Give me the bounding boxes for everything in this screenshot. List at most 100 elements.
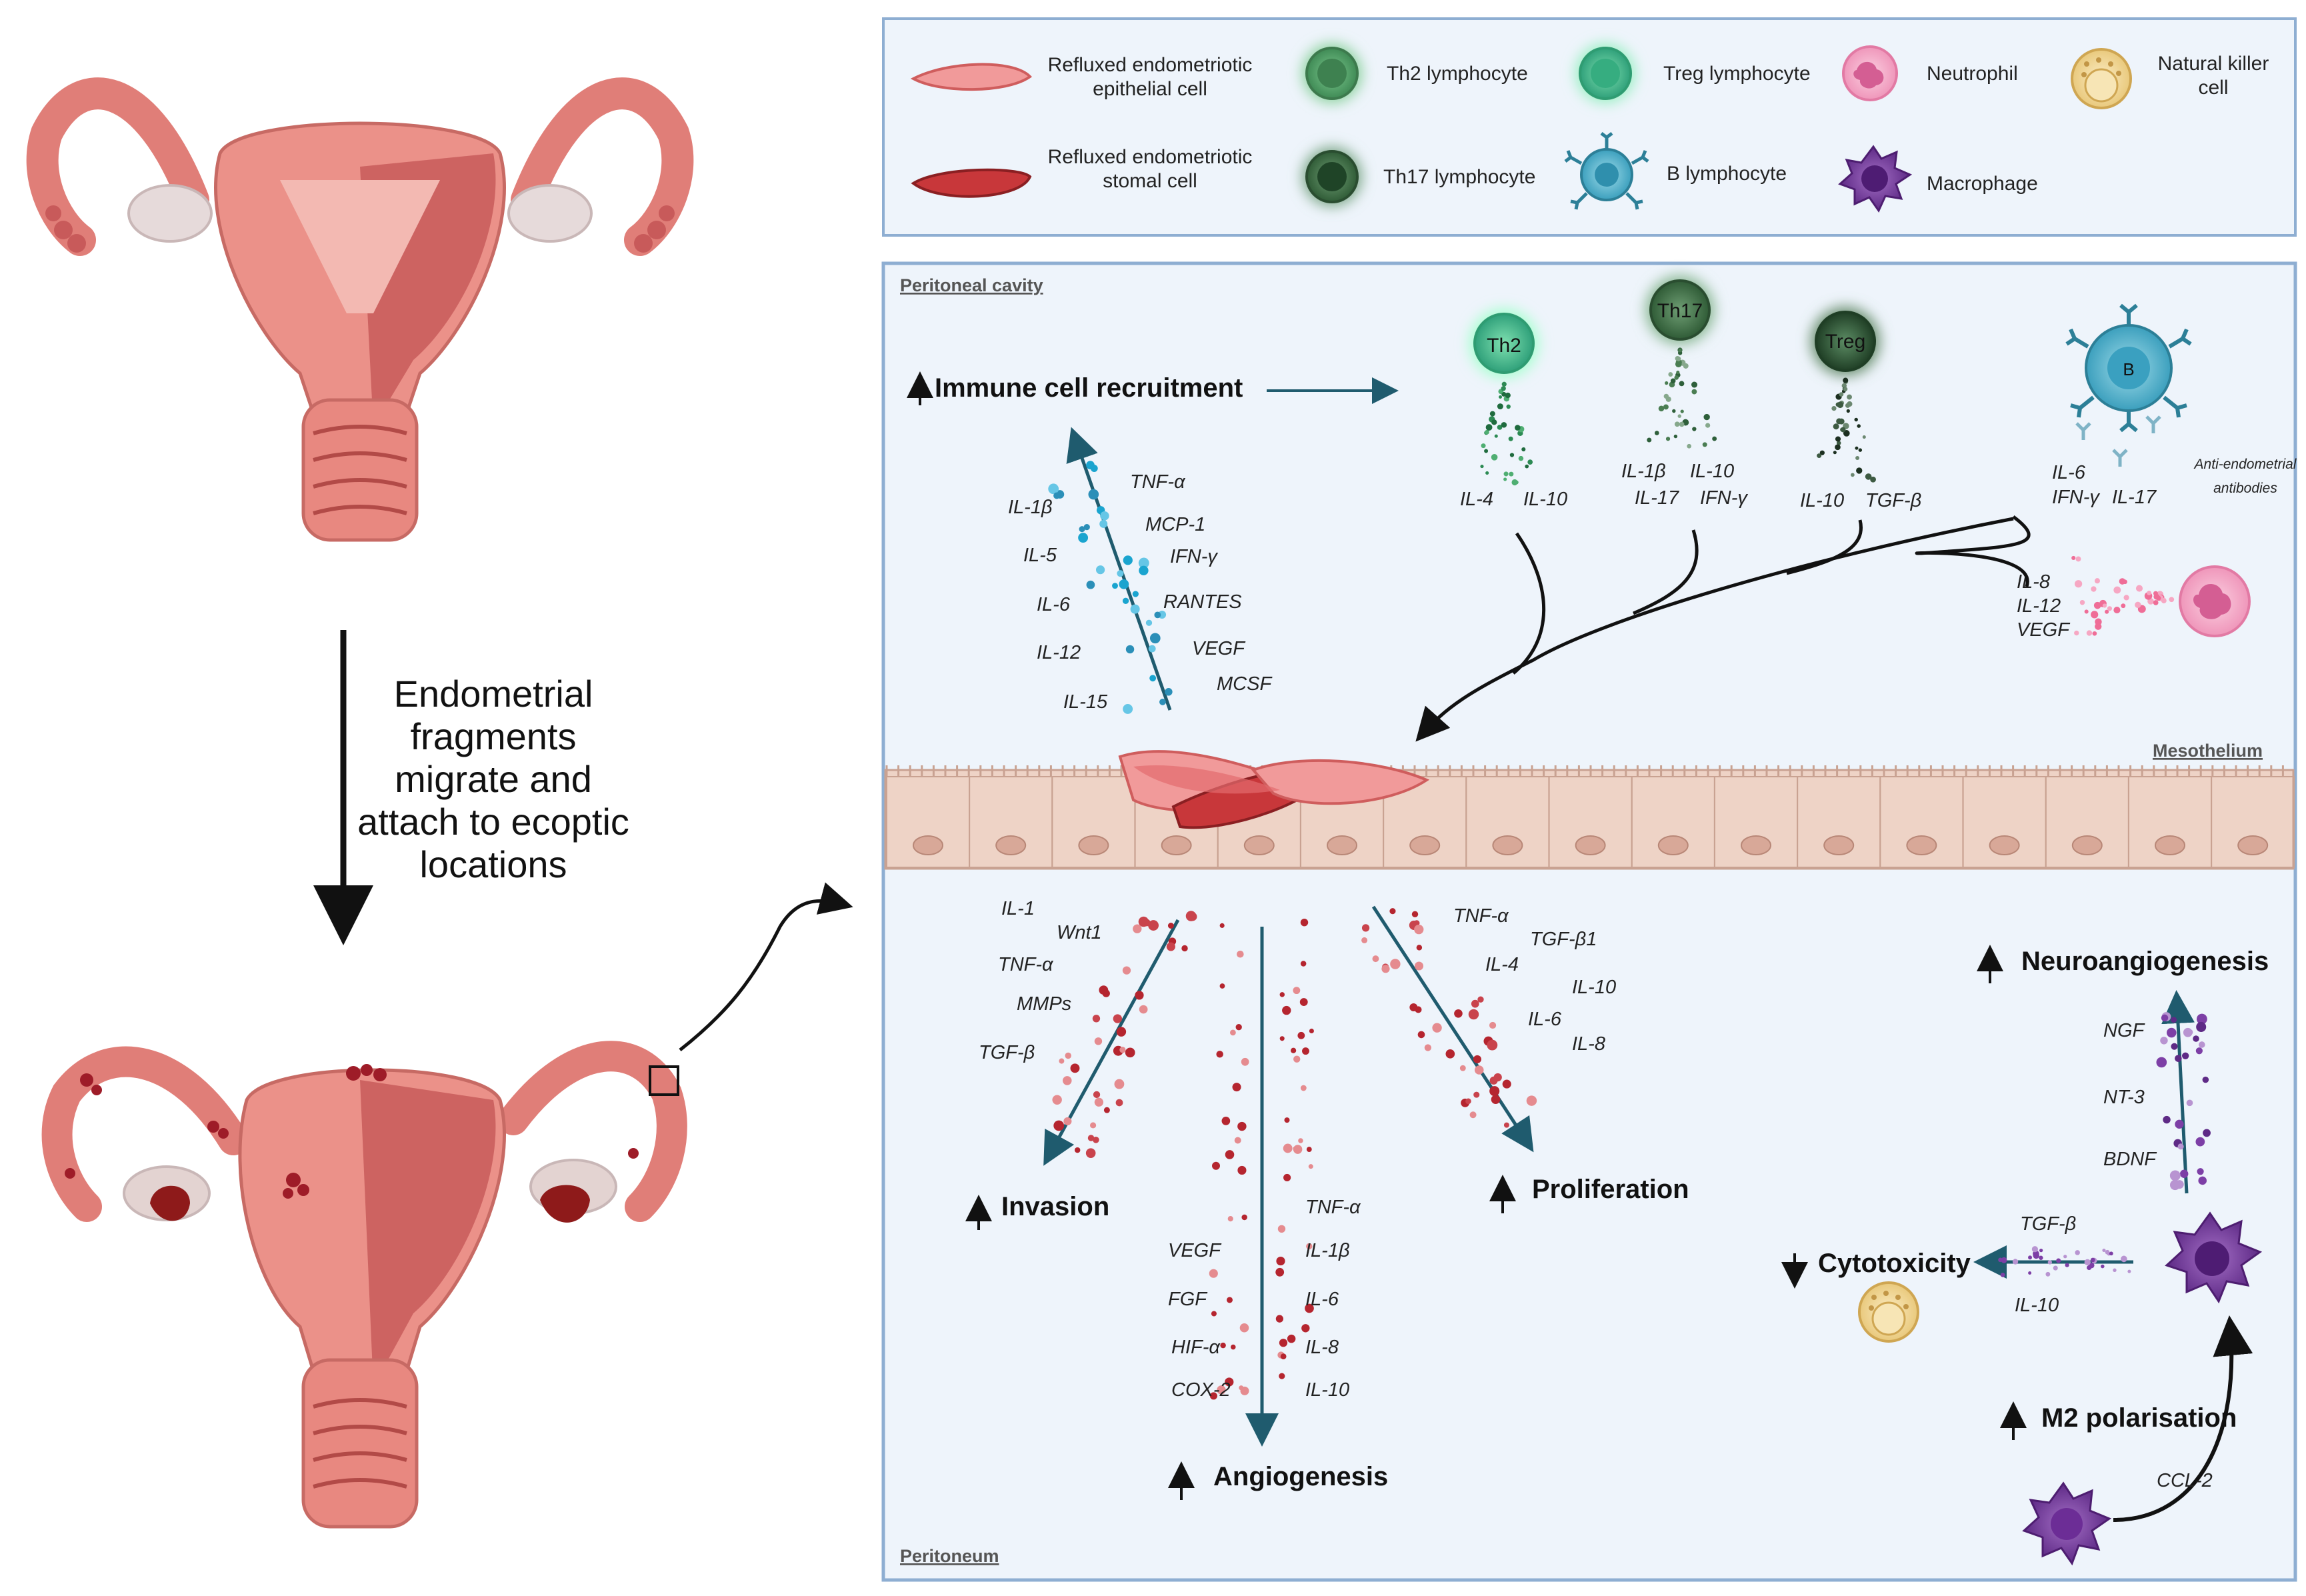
cytokine-dot (1477, 996, 1484, 1003)
cytokine-dot (2102, 1248, 2106, 1253)
legend-th2-label: Th2 lymphocyte (1387, 63, 1528, 85)
immune-converging-arrows (1415, 515, 2031, 742)
cytokine-dot (1070, 1063, 1080, 1073)
mesothelial-nucleus (2237, 835, 2269, 855)
cytokine-dot (1211, 1311, 1217, 1317)
cytokine-dot (1521, 447, 1526, 452)
cytokine-dot (2028, 1255, 2033, 1260)
mesothelial-nucleus (1078, 835, 1109, 855)
svg-text:TNF-α: TNF-α (1453, 905, 1509, 927)
cytokine-dot (1293, 1145, 1303, 1154)
legend-th17-label: Th17 lymphocyte (1383, 166, 1535, 188)
cytokine-dot (1687, 443, 1691, 449)
cytokine-dot (2203, 1129, 2211, 1137)
legend-th17: Th17 lymphocyte (1302, 147, 1535, 207)
cytokine-dot (1489, 1021, 1497, 1029)
mesothelial-cell (2211, 776, 2295, 868)
svg-text:Th17: Th17 (1657, 300, 1703, 322)
cytokine-dot (1679, 381, 1685, 387)
zoom-box (649, 1065, 679, 1096)
cytokine-dot (1225, 1150, 1235, 1159)
cytokine-dot (1102, 989, 1110, 997)
b-cytokine: IL-6 (2052, 462, 2086, 483)
cytokine-dot (2047, 1260, 2052, 1265)
cytokine-dot (1471, 999, 1479, 1008)
legend-treg-label: Treg lymphocyte (1663, 63, 1811, 85)
cytokine-dot (1287, 1334, 1296, 1343)
cytokine-dot (2084, 1259, 2091, 1266)
cytokine-dot (2000, 1273, 2005, 1277)
cytokine-dot (1275, 1315, 1284, 1323)
svg-text:TNF-α: TNF-α (1130, 471, 1186, 493)
mesothelial-nucleus (1906, 835, 1937, 855)
cytokine-dot (1481, 443, 1486, 449)
cytokine-dot (1220, 1342, 1226, 1349)
cytokine-dot (1501, 422, 1507, 428)
svg-text:MCSF: MCSF (1217, 673, 1273, 695)
cytokine-dot (1130, 604, 1140, 614)
cytokine-dot (1675, 361, 1682, 368)
cytokine-dot (1854, 417, 1858, 422)
recruitment-cytokine-dots (1048, 461, 1173, 714)
cytokine-dot (2031, 1246, 2038, 1253)
neutrophil-cytokine: IL-12 (2017, 595, 2061, 617)
cytokine-dot (1092, 1015, 1101, 1023)
angiogenesis-heading: Angiogenesis (1168, 1461, 1388, 1500)
cytokine-dot (1665, 437, 1671, 441)
cytokine-dot (1093, 1136, 1099, 1143)
svg-text:IFN-γ: IFN-γ (1170, 546, 1218, 567)
cytokine-dot (1491, 419, 1497, 425)
legend-b: B lymphocyte (1564, 132, 1787, 210)
mesothelial-nucleus (1657, 835, 1689, 855)
svg-text:Neuroangiogenesis: Neuroangiogenesis (2021, 947, 2269, 976)
cytokine-dot (1139, 1005, 1148, 1014)
cytokine-dot (1074, 1147, 1081, 1153)
cytokine-dot (2153, 591, 2158, 596)
mesothelial-nucleus (1989, 835, 2020, 855)
cytokine-dot (1279, 1036, 1285, 1041)
cytokine-dot (1468, 1009, 1479, 1020)
cytokine-dot (2196, 1013, 2207, 1025)
cytokine-dot (1112, 583, 1118, 589)
cytokine-dot (2121, 603, 2126, 609)
cytokine-dot (2090, 1257, 2095, 1263)
cytokine-dot (2186, 1099, 2193, 1107)
proliferation-heading: Proliferation (1489, 1175, 1689, 1213)
svg-text:MMPs: MMPs (1017, 993, 1071, 1015)
cytokine-dot (2033, 1252, 2040, 1259)
cytokine-dot (2153, 600, 2159, 605)
cytokine-dot (2089, 1262, 2095, 1269)
cytokine-dot (1087, 1135, 1095, 1141)
cytokine-dot (1293, 987, 1301, 995)
svg-text:HIF-α: HIF-α (1171, 1337, 1221, 1358)
cytokine-dot (2092, 631, 2097, 636)
cytokine-dot (1302, 1047, 1309, 1055)
cytokine-dot (2074, 630, 2079, 636)
cytokine-dot (1241, 1214, 1247, 1221)
svg-text:B: B (2123, 359, 2134, 379)
cytokine-dot (1125, 645, 1135, 654)
cytokine-dot (1480, 464, 1484, 469)
cytokine-dot (1514, 480, 1519, 485)
mesothelial-nucleus (2155, 835, 2185, 855)
svg-text:NT-3: NT-3 (2103, 1087, 2145, 1108)
cytokine-dot (1424, 1044, 1431, 1051)
cytokine-dot (1485, 424, 1493, 431)
cytokine-dot (1665, 381, 1669, 385)
cytokine-dot (1525, 464, 1529, 469)
cytokine-dot (2156, 1057, 2167, 1068)
cytokine-dot (1847, 401, 1853, 407)
svg-text:IL-5: IL-5 (1023, 545, 1057, 566)
cytokine-dot (1858, 448, 1863, 452)
cytokine-dot (1230, 1029, 1236, 1036)
cytokine-dot (1702, 442, 1707, 447)
cytokine-dot (1237, 1165, 1247, 1175)
cytokine-dot (1489, 1086, 1500, 1097)
svg-text:IL-6: IL-6 (1305, 1289, 1339, 1310)
cytokine-dot (1048, 483, 1059, 495)
angiogenesis-cytokine-dots (1209, 918, 1314, 1400)
legend-neutrophil-label: Neutrophil (1927, 63, 2018, 85)
cytokine-dot (1306, 1147, 1312, 1152)
migration-text: Endometrial fragments migrate and attach… (357, 673, 629, 885)
